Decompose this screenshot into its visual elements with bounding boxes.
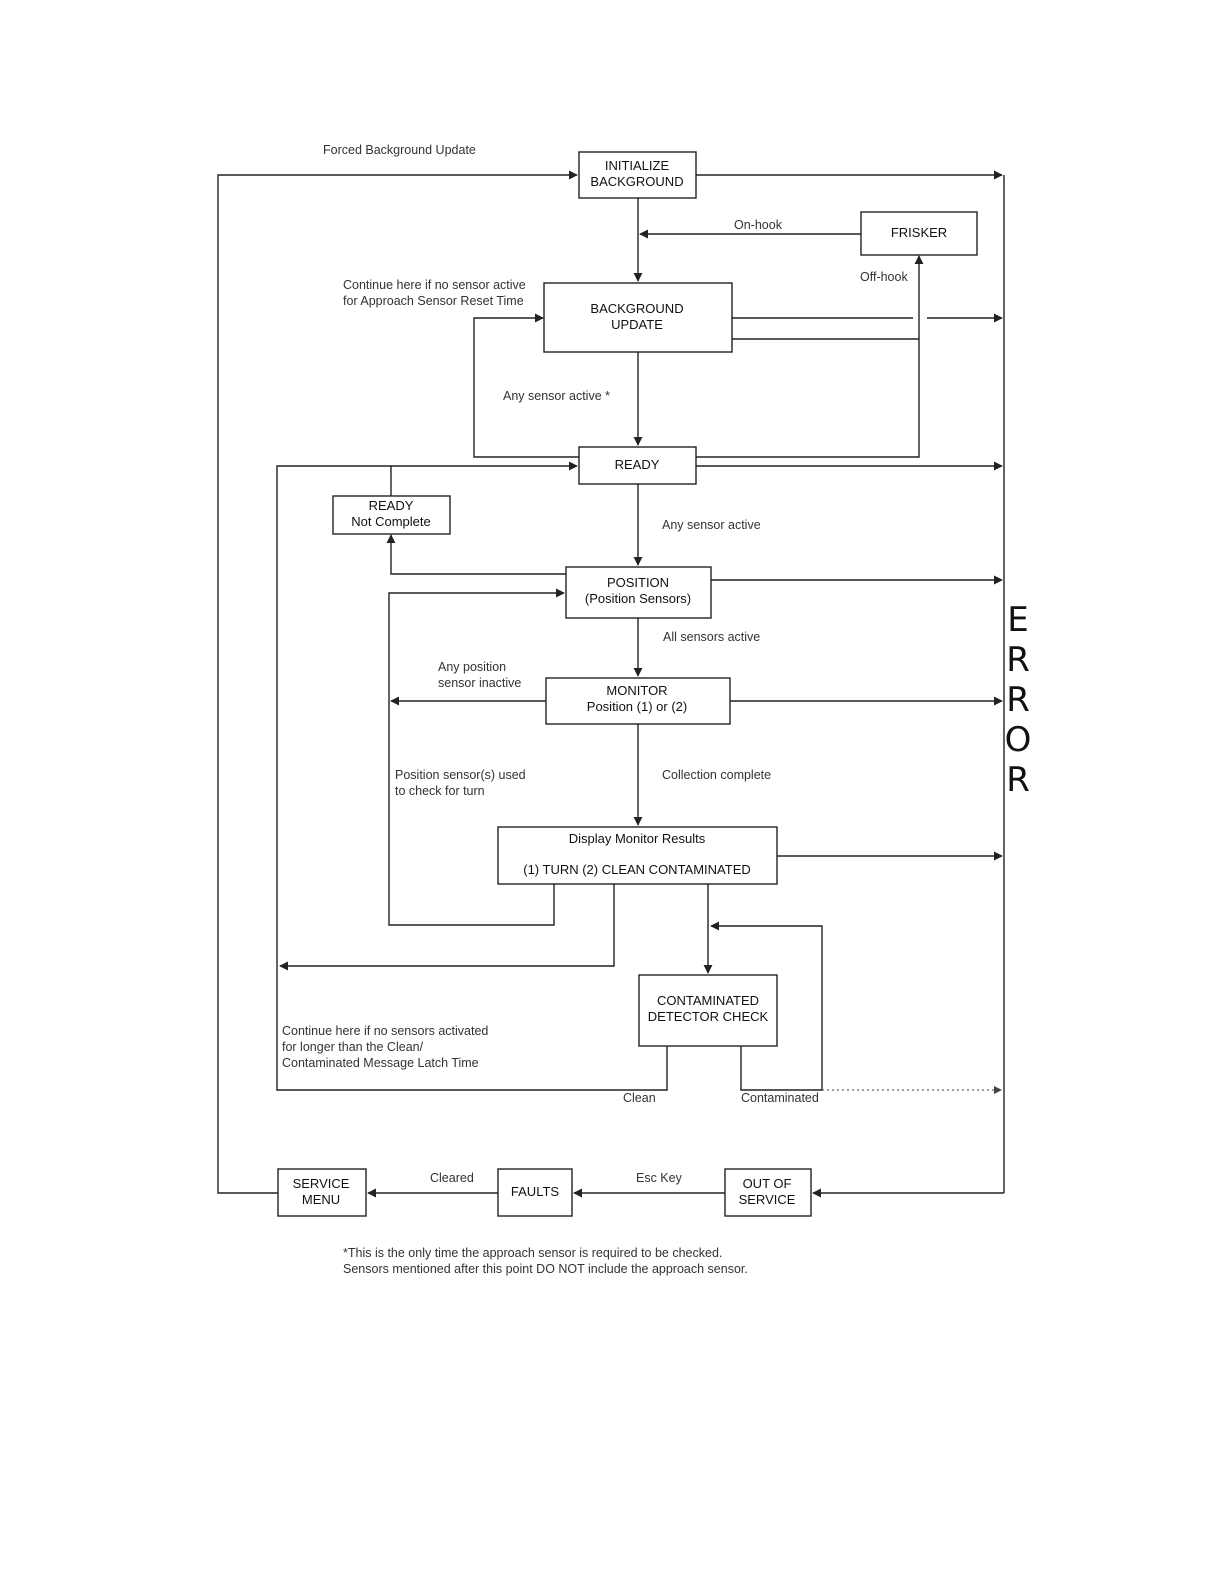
state-monitor: MONITOR Position (1) or (2) [545,677,731,725]
state-faults: FAULTS [497,1168,573,1217]
state-position: POSITION (Position Sensors) [565,566,712,619]
label-any-sensor-active: Any sensor active [662,518,761,532]
edge-display-turn-to-position [388,588,565,926]
label-continue-no-sensor: for Approach Sensor Reset Time [343,294,524,308]
state-ready: READY [578,446,697,485]
box-line: OUT OF [743,1176,792,1191]
label-continue-no-sensor: Continue here if no sensor active [343,278,526,292]
edge-ready-not-complete-to-ready [390,461,578,496]
label-any-sensor-active-star: Any sensor active * [503,389,610,403]
edge-display-to-return-line [279,884,615,971]
label-continue-no-sensors-activated: Continue here if no sensors activated [282,1024,488,1038]
footnote-line: Sensors mentioned after this point DO NO… [343,1262,748,1276]
error-letter: R [1006,760,1030,800]
error-letter: R [1006,680,1030,720]
box-line: BACKGROUND [590,174,683,189]
label-any-position-inactive: Any position [438,660,506,674]
box-line: SERVICE [293,1176,350,1191]
box-line: MONITOR [606,683,667,698]
box-line: Not Complete [351,514,430,529]
box-line: MENU [302,1192,340,1207]
edge-clean-to-ready [276,465,668,1091]
error-letter: E [1007,600,1028,640]
box-line: UPDATE [611,317,663,332]
state-background-update: BACKGROUND UPDATE [543,282,733,353]
edge-ready-off-hook-to-frisker [696,255,924,458]
state-contaminated-detector-check: CONTAMINATED DETECTOR CHECK [638,974,778,1047]
label-clean: Clean [623,1091,656,1105]
box-line: BACKGROUND [590,301,683,316]
box-line: DETECTOR CHECK [648,1009,769,1024]
box-line: Position (1) or (2) [587,699,687,714]
box-line: (1) TURN (2) CLEAN CONTAMINATED [523,862,751,877]
box-line: FRISKER [891,225,947,240]
box-line: POSITION [607,575,669,590]
label-on-hook: On-hook [734,218,783,232]
label-continue-no-sensors-activated: for longer than the Clean/ [282,1040,424,1054]
state-display-monitor-results: Display Monitor Results (1) TURN (2) CLE… [497,826,778,885]
label-all-sensors-active: All sensors active [663,630,760,644]
label-position-sensors-used: to check for turn [395,784,485,798]
edge-service-menu-to-initialize [217,170,578,1194]
box-line: SERVICE [739,1192,796,1207]
arrowhead-dotted [994,1086,1002,1094]
label-forced-background-update: Forced Background Update [323,143,476,157]
state-out-of-service: OUT OF SERVICE [724,1168,812,1217]
state-service-menu: SERVICE MENU [277,1168,367,1217]
error-letter: R [1006,640,1030,680]
state-initialize-background: INITIALIZE BACKGROUND [578,151,697,199]
label-position-sensors-used: Position sensor(s) used [395,768,526,782]
label-esc-key: Esc Key [636,1171,683,1185]
box-line: Display Monitor Results [569,831,706,846]
edge-labels: Forced Background Update On-hook Off-hoo… [282,143,908,1185]
box-line: INITIALIZE [605,158,670,173]
edge-ready-to-background-update-loop [473,313,579,458]
box-line: (Position Sensors) [585,591,691,606]
label-continue-no-sensors-activated: Contaminated Message Latch Time [282,1056,479,1070]
error-letter: O [1005,720,1032,760]
box-line: FAULTS [511,1184,559,1199]
footnote-line: *This is the only time the approach sens… [343,1246,722,1260]
box-line: READY [369,498,414,513]
edge-position-to-ready-not-complete [386,534,566,575]
label-off-hook: Off-hook [860,270,908,284]
label-collection-complete: Collection complete [662,768,771,782]
box-line: CONTAMINATED [657,993,759,1008]
label-contaminated: Contaminated [741,1091,819,1105]
connectors [217,170,1005,1198]
box-line: READY [615,457,660,472]
label-cleared: Cleared [430,1171,474,1185]
label-any-position-inactive: sensor inactive [438,676,521,690]
state-frisker: FRISKER [860,211,978,256]
footnote: *This is the only time the approach sens… [343,1246,748,1276]
error-column-label: E R R O R [1005,600,1032,800]
state-ready-not-complete: READY Not Complete [332,495,451,535]
